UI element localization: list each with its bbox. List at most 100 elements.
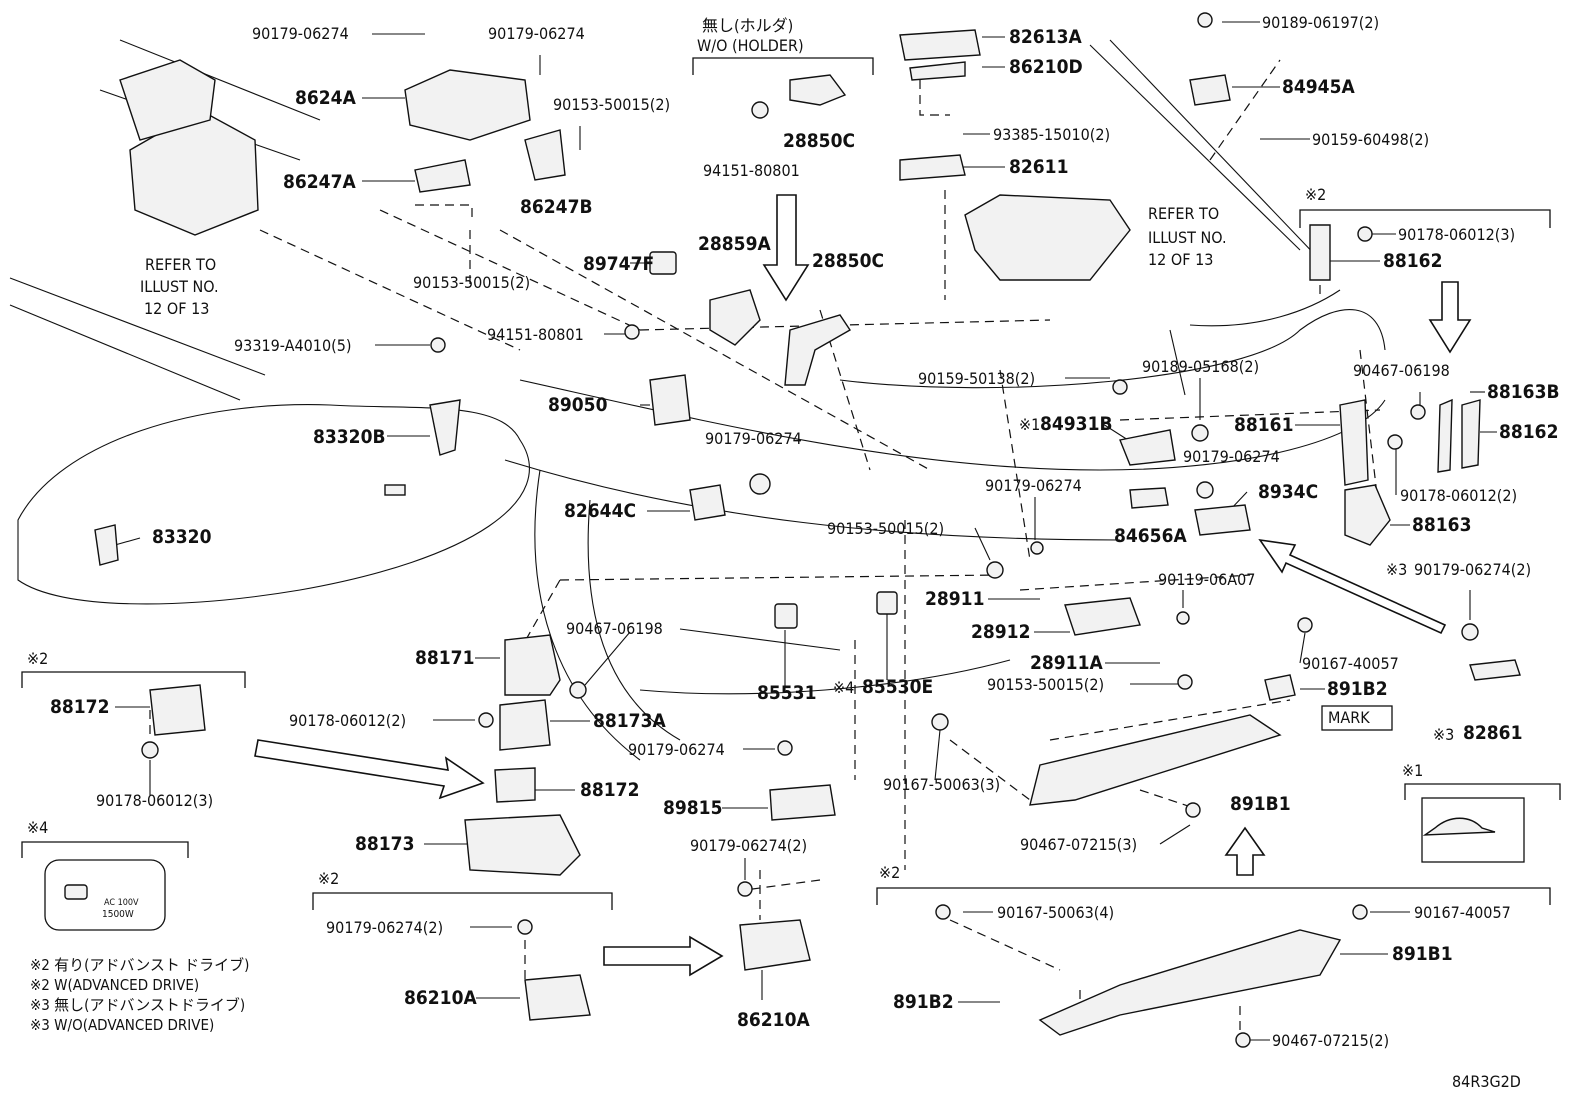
bracket-88162-top <box>1309 224 1331 281</box>
callout-c71: 90179-06274(2) <box>690 836 807 855</box>
sensor-28850C-b <box>784 314 851 386</box>
sensor-88172 <box>494 767 536 803</box>
connector-85530E <box>876 591 898 615</box>
callout-c63: 90179-06274 <box>628 740 725 759</box>
callout-c85: ※1 <box>1019 415 1040 434</box>
callout-c92: ※2 <box>318 869 339 888</box>
bracket-84656A <box>1129 487 1169 509</box>
bracket-82611 <box>899 154 966 181</box>
callout-c64: 90167-50063(3) <box>883 775 1000 794</box>
callout-c46: 90119-06A07 <box>1158 570 1255 589</box>
callout-c70: 88173 <box>355 833 414 855</box>
sensor-28850C-a <box>789 74 847 106</box>
callout-c74: 90179-06274(2) <box>326 918 443 937</box>
callout-c7: 89747F <box>583 253 654 275</box>
callout-c6: 86247B <box>520 196 593 218</box>
callout-c34: 90179-06274 <box>1183 447 1280 466</box>
callout-c28: 90189-05168(2) <box>1142 357 1259 376</box>
switch-84931B <box>1119 429 1176 466</box>
callout-c45: 84656A <box>1114 525 1187 547</box>
callout-c44: 90153-50015(2) <box>827 519 944 538</box>
module-89815 <box>769 784 836 821</box>
cover-88163 <box>1344 484 1391 546</box>
callout-c54: MARK <box>1328 708 1370 727</box>
cover-88173A <box>499 699 551 751</box>
legend-line-4: ※3 W/O(ADVANCED DRIVE) <box>30 1016 214 1034</box>
callout-c29: 90467-06198 <box>1353 361 1450 380</box>
callout-c81: ILLUST NO. <box>140 277 219 296</box>
ecu-28912 <box>1064 597 1141 636</box>
sensor-83320B <box>429 399 461 456</box>
callout-c2: 90179-06274 <box>488 24 585 43</box>
callout-c37: 90178-06012(2) <box>1400 486 1517 505</box>
callout-c3: 8624A <box>295 87 357 109</box>
module-89050 <box>649 374 691 426</box>
sensor-88161 <box>1339 399 1369 486</box>
callout-labels: 90179-06274 90179-06274 8624A 90153-50015(2… <box>27 13 1560 1050</box>
callout-c67: 89815 <box>663 797 722 819</box>
callout-c20: 84945A <box>1282 76 1355 98</box>
bracket-boxes <box>21 57 1561 931</box>
callout-c19: 90189-06197(2) <box>1262 13 1379 32</box>
callout-c58: 85531 <box>757 682 816 704</box>
callout-c40: 90179-06274 <box>705 429 802 448</box>
callout-c13: 94151-80801 <box>703 161 800 180</box>
parts <box>64 12 1521 1048</box>
ecu-8624A <box>404 69 531 141</box>
legend-line-2: ※2 W(ADVANCED DRIVE) <box>30 976 199 994</box>
callout-c11: 28859A <box>698 233 771 255</box>
callout-c33: 88162 <box>1499 421 1558 443</box>
sensor-84945A <box>1189 74 1231 106</box>
callout-c17: 93385-15010(2) <box>993 125 1110 144</box>
callout-c93: ※2 <box>879 863 900 882</box>
fuse-86210A-b <box>524 974 591 1021</box>
sensor-83320 <box>94 524 119 566</box>
callout-c1: 90179-06274 <box>252 24 349 43</box>
callout-c16: 86210D <box>1009 56 1083 78</box>
callout-c65: 90178-06012(3) <box>96 791 213 810</box>
fuse-86210A-a <box>739 919 811 971</box>
bracket-82861 <box>1469 659 1521 681</box>
callout-c39: 89050 <box>548 394 608 416</box>
callout-c73: 90167-40057 <box>1414 903 1511 922</box>
callout-c72: 90167-50063(4) <box>997 903 1114 922</box>
callout-c43: 83320 <box>152 526 212 548</box>
inset-ac-label-2: 1500W <box>102 909 134 920</box>
callout-c51: 90167-40057 <box>1302 654 1399 673</box>
callout-c89: ※2 <box>1305 185 1326 204</box>
bracket-891B1 <box>1029 714 1282 806</box>
leader-lines <box>114 21 1497 1041</box>
callout-c87: ※3 <box>1386 560 1407 579</box>
assembly-dashes <box>149 59 1381 1030</box>
sensor-88172-inset <box>149 684 206 736</box>
relay-82644C <box>689 484 726 521</box>
callout-c90: ※2 <box>27 649 48 668</box>
callout-c9: 94151-80801 <box>487 325 584 344</box>
callout-c61: 90178-06012(2) <box>289 711 406 730</box>
cover-88173 <box>464 814 581 876</box>
callout-c94: ※1 <box>1402 761 1423 780</box>
callout-c57: 88171 <box>415 647 474 669</box>
callout-c50: 28911A <box>1030 652 1103 674</box>
sensor-88171 <box>504 634 561 696</box>
callout-c8: 90153-50015(2) <box>413 273 530 292</box>
callout-c27: 90159-50138(2) <box>918 369 1035 388</box>
battery-tray <box>964 194 1131 281</box>
legend-line-1: ※2 有り(アドバンスト ドライブ) <box>30 956 249 974</box>
callout-c78: 86210A <box>737 1009 810 1031</box>
callout-c21: 90159-60498(2) <box>1312 130 1429 149</box>
module-8934C <box>1194 504 1251 536</box>
callout-c23: ILLUST NO. <box>1148 228 1227 247</box>
legend-line-3: ※3 無し(アドバンストドライブ) <box>30 996 245 1014</box>
bracket-891B1-b <box>1038 929 1342 1036</box>
callout-c36: 8934C <box>1258 481 1318 503</box>
callout-c12: 28850C <box>783 130 855 152</box>
callout-c49: 28912 <box>971 621 1030 643</box>
callout-c31: 84931B <box>1040 413 1113 435</box>
callout-c59: 85530E <box>862 676 933 698</box>
callout-c77: 891B2 <box>893 991 954 1013</box>
callout-c25: 90178-06012(3) <box>1398 225 1515 244</box>
callout-c76: 86210A <box>404 987 477 1009</box>
callout-c41: 83320B <box>313 426 386 448</box>
